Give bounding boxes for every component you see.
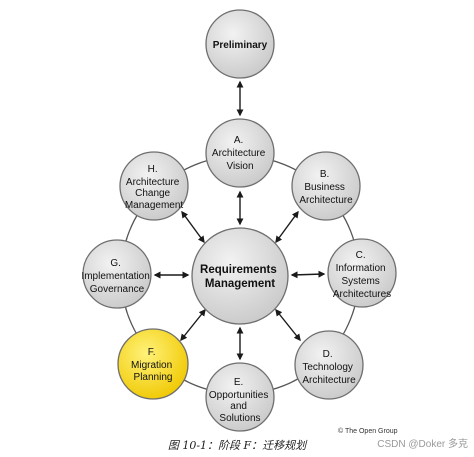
node-g-label: G. Implementation Governance: [81, 258, 152, 295]
node-preliminary[interactable]: Preliminary: [205, 9, 275, 79]
node-circle: [294, 330, 364, 400]
node-circle: [205, 9, 275, 79]
arrow-center-f: [180, 308, 206, 342]
watermark-text: CSDN @Doker 多克: [377, 437, 468, 450]
node-circle: [327, 238, 397, 308]
node-h-architecture-change-management[interactable]: H. Architecture Change Management: [119, 151, 189, 221]
node-center-label: Requirements Management: [200, 264, 280, 290]
node-d-technology-architecture[interactable]: D. Technology Architecture: [294, 330, 364, 400]
node-circle: [117, 328, 189, 400]
arrow-center-c: [290, 270, 326, 279]
nodes-group: Preliminary A. Architecture Vision B. Bu…: [81, 9, 397, 432]
node-b-label: B. Business Architecture: [299, 169, 353, 206]
node-e-label: E. Opportunities and Solutions: [209, 377, 271, 424]
node-circle: [82, 239, 152, 309]
arrow-center-h: [181, 210, 205, 244]
node-preliminary-label: Preliminary: [213, 40, 268, 51]
node-circle: [119, 151, 189, 221]
arrows-group: [153, 80, 326, 361]
node-c-label: C. Information Systems Architectures: [333, 250, 391, 300]
node-circle: [205, 362, 275, 432]
node-f-migration-planning[interactable]: F. Migration Planning: [117, 328, 189, 400]
node-c-information-systems-architectures[interactable]: C. Information Systems Architectures: [327, 238, 397, 308]
node-circle: [291, 151, 361, 221]
node-d-label: D. Technology Architecture: [302, 349, 356, 386]
node-f-label: F. Migration Planning: [131, 347, 175, 383]
arrow-center-d: [275, 308, 301, 342]
node-g-implementation-governance[interactable]: G. Implementation Governance: [81, 239, 152, 309]
figure-caption: 图 10-1：阶段 F：迁移规划: [168, 439, 308, 452]
node-h-label: H. Architecture Change Management: [125, 164, 184, 211]
node-requirements-management[interactable]: Requirements Management: [191, 227, 289, 325]
node-a-architecture-vision[interactable]: A. Architecture Vision: [205, 118, 275, 188]
node-circle: [205, 118, 275, 188]
node-a-label: A. Architecture Vision: [212, 135, 268, 172]
arrow-center-b: [275, 210, 299, 244]
node-circle: [191, 227, 289, 325]
node-e-opportunities-and-solutions[interactable]: E. Opportunities and Solutions: [205, 362, 275, 432]
copyright-text: © The Open Group: [338, 427, 398, 435]
node-b-business-architecture[interactable]: B. Business Architecture: [291, 151, 361, 221]
